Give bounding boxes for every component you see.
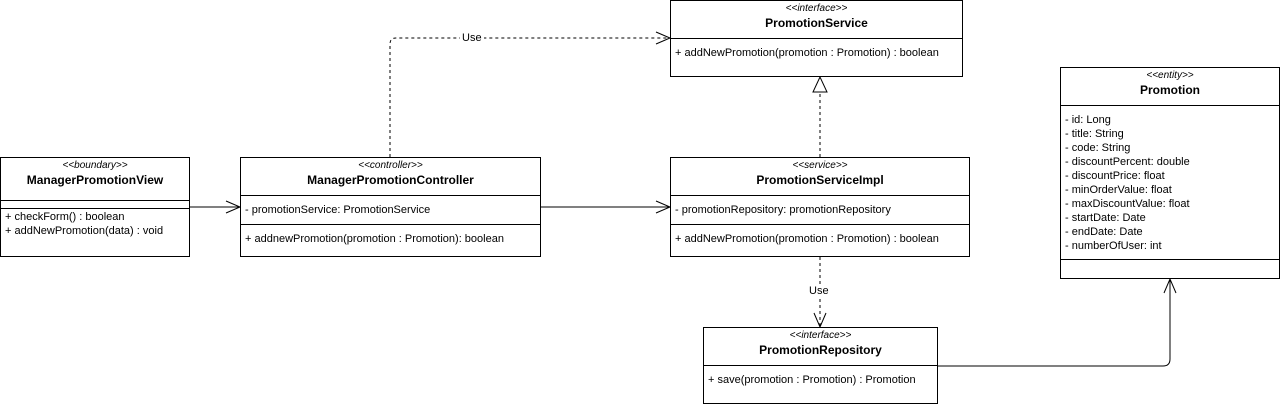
operation-row: + addnewPromotion(promotion : Promotion)… xyxy=(245,233,504,245)
stereotype-label: <<boundary>> xyxy=(62,160,128,171)
class-promotion-service-impl[interactable]: <<service>> PromotionServiceImpl - promo… xyxy=(670,157,970,257)
attributes-section: - id: Long - title: String - code: Strin… xyxy=(1061,105,1279,259)
operations-section: + addNewPromotion(promotion : Promotion)… xyxy=(671,38,962,60)
operation-row: + addNewPromotion(data) : void xyxy=(5,225,164,237)
operations-section: + addNewPromotion(promotion : Promotion)… xyxy=(671,224,969,246)
attribute-row: - startDate: Date xyxy=(1065,212,1146,224)
stereotype-label: <<interface>> xyxy=(789,330,852,341)
class-header: <<controller>> ManagerPromotionControlle… xyxy=(241,158,540,195)
attribute-row: - discountPrice: float xyxy=(1065,170,1165,182)
attribute-row: - endDate: Date xyxy=(1065,226,1143,238)
class-name: Promotion xyxy=(1140,83,1200,97)
controller-to-service-arrowhead xyxy=(655,31,672,45)
stereotype-label: <<entity>> xyxy=(1146,70,1194,81)
class-promotion-service[interactable]: <<interface>> PromotionService + addNewP… xyxy=(670,0,963,77)
stereotype-label: <<controller>> xyxy=(358,160,423,171)
attributes-section xyxy=(1,200,189,208)
impl-realizes-service-triangle xyxy=(812,75,828,93)
attribute-row: - minOrderValue: float xyxy=(1065,184,1172,196)
attribute-row: - title: String xyxy=(1065,128,1124,140)
class-header: <<entity>> Promotion xyxy=(1061,68,1279,105)
class-name: PromotionServiceImpl xyxy=(756,173,884,187)
attributes-section: - promotionService: PromotionService xyxy=(241,195,540,224)
use-label-impl-repository: Use xyxy=(807,285,831,298)
operations-section: + checkForm() : boolean + addNewPromotio… xyxy=(1,208,189,238)
class-header: <<interface>> PromotionService xyxy=(671,1,962,38)
attribute-row: - promotionRepository: promotionReposito… xyxy=(675,204,891,216)
attribute-row: - discountPercent: double xyxy=(1065,156,1190,168)
class-header: <<interface>> PromotionRepository xyxy=(704,328,937,365)
class-header: <<boundary>> ManagerPromotionView xyxy=(1,158,189,200)
attribute-row: - code: String xyxy=(1065,142,1131,154)
operations-section: + save(promotion : Promotion) : Promotio… xyxy=(704,365,937,387)
class-manager-promotion-controller[interactable]: <<controller>> ManagerPromotionControlle… xyxy=(240,157,541,257)
repository-to-entity-association xyxy=(938,279,1171,367)
controller-to-service-dependency xyxy=(389,37,670,157)
class-manager-promotion-view[interactable]: <<boundary>> ManagerPromotionView + chec… xyxy=(0,157,190,257)
class-promotion-entity[interactable]: <<entity>> Promotion - id: Long - title:… xyxy=(1060,67,1280,279)
repository-to-entity-arrowhead xyxy=(1163,277,1177,294)
operation-row: + addNewPromotion(promotion : Promotion)… xyxy=(675,233,939,245)
operations-section xyxy=(1061,259,1279,260)
class-promotion-repository[interactable]: <<interface>> PromotionRepository + save… xyxy=(703,327,938,404)
class-name: PromotionService xyxy=(765,16,868,30)
operation-row: + checkForm() : boolean xyxy=(5,211,125,223)
attribute-row: - numberOfUser: int xyxy=(1065,240,1162,252)
controller-to-impl-arrowhead xyxy=(655,200,672,214)
class-header: <<service>> PromotionServiceImpl xyxy=(671,158,969,195)
class-name: ManagerPromotionView xyxy=(26,173,164,187)
stereotype-label: <<service>> xyxy=(792,160,848,171)
attributes-section: - promotionRepository: promotionReposito… xyxy=(671,195,969,224)
use-label-controller-service: Use xyxy=(460,32,484,45)
view-to-controller-arrowhead xyxy=(225,200,242,214)
class-name: ManagerPromotionController xyxy=(307,173,474,187)
class-name: PromotionRepository xyxy=(759,343,882,357)
impl-to-repository-arrowhead xyxy=(813,312,827,329)
operations-section: + addnewPromotion(promotion : Promotion)… xyxy=(241,224,540,246)
stereotype-label: <<interface>> xyxy=(785,3,848,14)
attribute-row: - maxDiscountValue: float xyxy=(1065,198,1190,210)
attribute-row: - promotionService: PromotionService xyxy=(245,204,431,216)
attribute-row: - id: Long xyxy=(1065,114,1111,126)
operation-row: + save(promotion : Promotion) : Promotio… xyxy=(708,374,916,386)
operation-row: + addNewPromotion(promotion : Promotion)… xyxy=(675,47,939,59)
